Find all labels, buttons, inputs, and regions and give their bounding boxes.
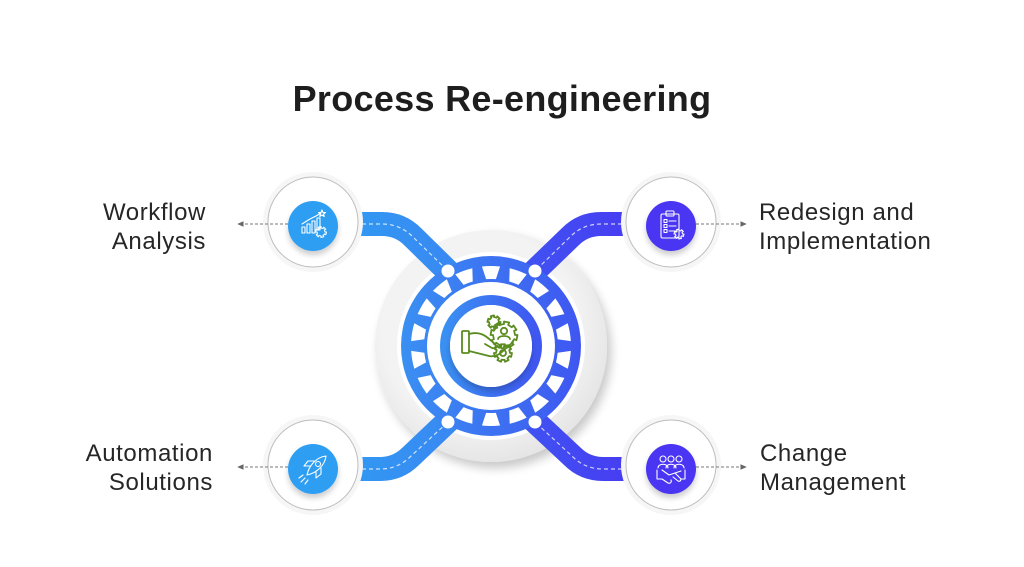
gear-window	[417, 298, 436, 317]
bar	[311, 220, 316, 234]
step-label-automation-solutions: Automation Solutions	[86, 439, 213, 497]
junction-dot	[528, 415, 542, 429]
rocket-body	[306, 455, 327, 476]
fin	[303, 460, 315, 467]
pipe-dashed-line	[341, 421, 449, 470]
gear	[314, 225, 328, 239]
tiny-gear-outline	[486, 314, 502, 330]
gear-window	[481, 266, 501, 280]
handshake	[674, 469, 686, 480]
step-node-workflow-analysis	[237, 172, 363, 272]
gear-window	[530, 279, 550, 298]
person-body	[657, 463, 669, 469]
gear-window	[432, 394, 452, 413]
gear-window	[546, 375, 565, 394]
gear-window	[417, 375, 436, 394]
step-label-workflow-analysis: Workflow Analysis	[103, 198, 206, 256]
clip	[665, 210, 675, 217]
small-gear-outline	[493, 343, 513, 363]
node-icon-circle	[646, 444, 696, 494]
person-head	[675, 455, 683, 463]
growth-chart-gear-icon	[301, 209, 328, 239]
step-label-line: Automation	[85, 440, 213, 467]
gear-window	[455, 268, 473, 285]
bar	[301, 226, 306, 234]
step-label-line: Redesign and	[759, 199, 915, 226]
step-label-line: Change	[760, 440, 848, 467]
trend-line	[301, 212, 322, 225]
gear-window	[432, 279, 452, 298]
step-label-change-management: Change Management	[760, 439, 906, 497]
step-label-line: Solutions	[108, 469, 213, 496]
hand-holding-gears-icon	[461, 314, 519, 363]
handshake	[656, 469, 682, 484]
person-body	[673, 463, 685, 469]
board	[660, 213, 680, 239]
bar	[316, 217, 321, 231]
gear-window	[481, 412, 501, 427]
clipboard-checklist-icon	[660, 210, 685, 240]
junction-dots	[441, 264, 542, 429]
gear-window	[411, 323, 427, 342]
gear-window	[509, 407, 527, 424]
bar	[306, 223, 311, 234]
step-label-redesign-implementation: Redesign and Implementation	[759, 198, 932, 256]
rocket-window	[314, 460, 322, 468]
check-box	[663, 228, 668, 234]
node-icon-circle	[288, 201, 338, 251]
fin	[315, 467, 322, 479]
diagram-title: Process Re-engineering	[292, 78, 712, 119]
gear-window	[509, 268, 527, 285]
gear-window	[546, 298, 565, 317]
gear-window	[530, 394, 550, 413]
star	[317, 209, 327, 218]
step-node-automation-solutions	[237, 415, 363, 515]
gear-window	[455, 407, 473, 424]
person-head	[659, 455, 667, 463]
gear-window	[555, 323, 571, 342]
check-box	[663, 218, 668, 224]
node-icon-circle	[288, 444, 338, 494]
gear-window	[555, 350, 571, 369]
junction-dot	[441, 264, 455, 278]
connector-pipes	[301, 212, 683, 481]
step-label-line: Implementation	[759, 228, 932, 255]
check-box	[663, 223, 668, 229]
person-body	[665, 463, 677, 469]
step-label-line: Management	[760, 469, 907, 496]
step-node-change-management	[621, 415, 747, 515]
pipe-dashed-line	[534, 223, 643, 272]
step-node-redesign-implementation	[621, 172, 747, 272]
step-label-line: Workflow	[102, 199, 206, 226]
gear	[673, 228, 685, 240]
exhaust	[298, 474, 309, 485]
pipe-dashed-line	[534, 421, 643, 470]
step-label-line: Analysis	[111, 228, 206, 255]
pipe-dashed-line	[341, 223, 449, 272]
junction-dot	[528, 264, 542, 278]
gear-inner-ring	[440, 295, 542, 397]
gear-center	[450, 305, 532, 387]
rocket-icon	[298, 455, 327, 485]
junction-dot	[441, 415, 455, 429]
gear-window	[411, 350, 427, 369]
person-head	[667, 455, 675, 463]
team-handshake-icon	[656, 455, 686, 484]
